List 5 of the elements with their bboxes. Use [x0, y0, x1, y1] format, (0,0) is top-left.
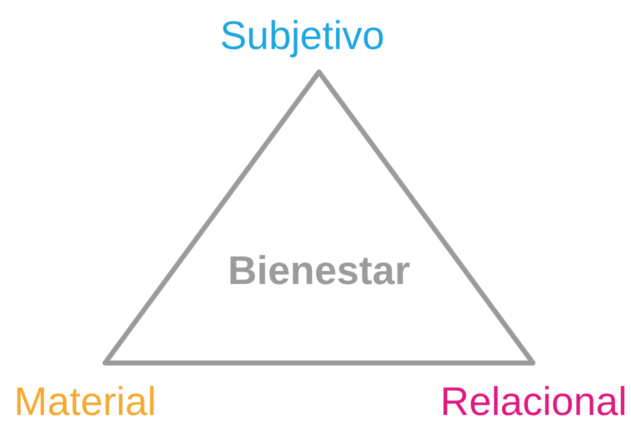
corner-label: Relacional	[440, 382, 627, 422]
corner-label: Material	[14, 382, 156, 422]
triangle	[105, 72, 533, 363]
center-label: Bienestar	[228, 251, 410, 291]
corner-label: Subjetivo	[220, 16, 385, 56]
